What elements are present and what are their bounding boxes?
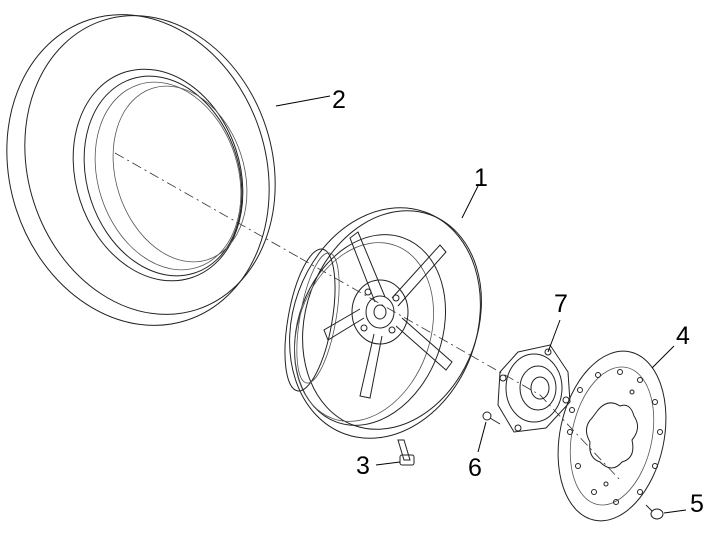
brake-disc-hole-3 bbox=[617, 369, 623, 375]
hub-flange-body bbox=[497, 344, 571, 433]
callout-disc-screw: 5 bbox=[690, 490, 704, 518]
center-axis-line bbox=[114, 152, 621, 481]
hub-flange-hole-4 bbox=[499, 374, 507, 382]
brake-disc-hole-10 bbox=[591, 489, 597, 495]
tyre-inner-wall-2 bbox=[112, 85, 248, 263]
brake-disc-hole-1 bbox=[577, 387, 583, 393]
leader-line-4 bbox=[651, 345, 675, 369]
callout-tyre: 2 bbox=[332, 86, 346, 114]
rim-hub-bolt-4 bbox=[360, 324, 368, 332]
rim-spoke-1 bbox=[349, 231, 386, 303]
callout-hub-flange: 7 bbox=[554, 290, 568, 318]
brake-disc-hole-9 bbox=[613, 499, 619, 505]
rim-spoke-2 bbox=[391, 244, 447, 307]
tyre-outer-edge bbox=[6, 14, 270, 326]
brake-disc-hole-5 bbox=[652, 399, 658, 405]
rim-barrel bbox=[293, 234, 447, 426]
rim-hub-bolt-2 bbox=[392, 294, 400, 302]
bolt-head bbox=[482, 411, 492, 421]
brake-disc bbox=[557, 350, 667, 522]
rim-hub-bolt-3 bbox=[388, 326, 396, 334]
bolt-shank bbox=[489, 417, 501, 425]
valve bbox=[397, 439, 415, 466]
leader-line-5 bbox=[663, 509, 687, 514]
brake-disc-hole-15 bbox=[629, 389, 635, 395]
brake-disc-hole-2 bbox=[595, 372, 601, 378]
tyre bbox=[6, 14, 276, 326]
callout-valve: 3 bbox=[356, 452, 370, 480]
leader-line-3 bbox=[375, 461, 401, 466]
leader-line-6 bbox=[477, 421, 487, 453]
brake-disc-hole-8 bbox=[637, 489, 643, 495]
hub-flange-hole-1 bbox=[544, 348, 552, 356]
rim-hub-bolt-1 bbox=[364, 288, 372, 296]
valve-cap bbox=[399, 454, 415, 466]
rim-spoke-5 bbox=[323, 308, 365, 341]
brake-disc-hole-12 bbox=[567, 429, 573, 435]
hub-flange bbox=[497, 344, 571, 433]
rim-hub-inner bbox=[365, 295, 395, 329]
brake-disc-center bbox=[586, 402, 638, 469]
rim-hub-bore bbox=[373, 304, 387, 320]
brake-disc-hole-4 bbox=[637, 377, 643, 383]
leader-line-1 bbox=[461, 185, 479, 219]
brake-disc-track bbox=[569, 366, 655, 506]
hub-flange-ring bbox=[505, 353, 563, 423]
brake-disc-hole-14 bbox=[603, 481, 609, 487]
leader-line-7 bbox=[547, 319, 561, 353]
bolt bbox=[482, 411, 501, 425]
disc-screw bbox=[645, 504, 664, 520]
rim bbox=[284, 207, 482, 439]
brake-disc-hole-7 bbox=[652, 463, 658, 469]
rim-hub-outer bbox=[351, 279, 409, 345]
tyre-bead-inner bbox=[83, 75, 243, 277]
brake-disc-hole-13 bbox=[569, 407, 575, 413]
callout-brake-disc: 4 bbox=[676, 322, 690, 350]
leader-line-2 bbox=[275, 95, 331, 107]
rim-spoke-4 bbox=[359, 333, 383, 399]
brake-disc-outer bbox=[557, 350, 667, 522]
brake-disc-hole-6 bbox=[657, 429, 663, 435]
rim-back-lip bbox=[284, 248, 336, 392]
disc-screw-head bbox=[650, 508, 664, 520]
hub-flange-bore bbox=[530, 376, 550, 400]
valve-stem bbox=[397, 439, 411, 461]
tyre-outer-edge-2 bbox=[24, 15, 276, 315]
rim-outer-lip bbox=[289, 207, 481, 439]
disc-screw-shank bbox=[645, 504, 653, 512]
hub-flange-ring-inner bbox=[519, 365, 557, 411]
tyre-inner-wall bbox=[94, 81, 242, 271]
rim-spoke-3 bbox=[395, 317, 453, 371]
rim-barrel-inner bbox=[294, 242, 434, 422]
tyre-bead-outer bbox=[72, 68, 244, 282]
brake-disc-hole-11 bbox=[575, 463, 581, 469]
rim-back-lip-2 bbox=[296, 252, 340, 384]
callout-bolt: 6 bbox=[468, 454, 482, 482]
hub-flange-hole-3 bbox=[514, 424, 522, 432]
callout-rim: 1 bbox=[474, 164, 488, 192]
